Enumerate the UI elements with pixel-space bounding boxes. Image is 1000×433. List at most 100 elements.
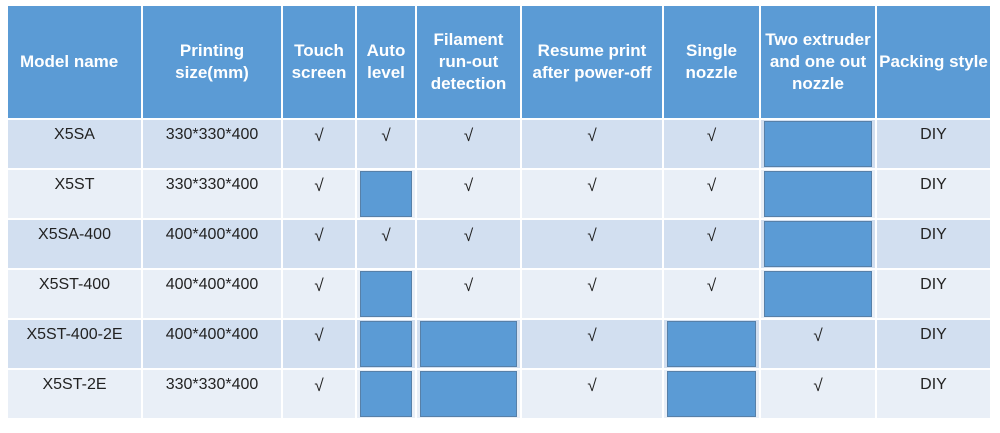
check-mark-icon: √ — [463, 276, 474, 295]
cell-touch-screen-check: √ — [283, 370, 355, 418]
cell-single-nozzle-not-available — [664, 370, 759, 418]
check-mark-icon: √ — [463, 176, 474, 195]
check-mark-icon: √ — [706, 226, 717, 245]
cell-touch-screen-check: √ — [283, 270, 355, 318]
cell-two-extruder-check: √ — [761, 370, 875, 418]
cell-model-name: X5SA — [8, 120, 141, 168]
cell-single-nozzle-check: √ — [664, 270, 759, 318]
not-available-block — [667, 321, 756, 367]
check-mark-icon: √ — [314, 176, 324, 195]
cell-touch-screen-check: √ — [283, 170, 355, 218]
cell-two-extruder-not-available — [761, 270, 875, 318]
cell-auto-level-not-available — [357, 320, 415, 368]
check-mark-icon: √ — [314, 126, 324, 145]
not-available-block — [420, 321, 517, 367]
check-mark-icon: √ — [463, 226, 474, 245]
not-available-block — [360, 271, 412, 317]
cell-auto-level-check: √ — [357, 220, 415, 268]
cell-resume-print-check: √ — [522, 320, 662, 368]
header-printing-size: Printing size(mm) — [143, 6, 281, 118]
check-mark-icon: √ — [706, 276, 717, 295]
cell-single-nozzle-check: √ — [664, 170, 759, 218]
check-mark-icon: √ — [587, 276, 597, 295]
check-mark-icon: √ — [587, 226, 597, 245]
check-mark-icon: √ — [587, 126, 597, 145]
cell-resume-print-check: √ — [522, 120, 662, 168]
cell-packing-style: DIY — [877, 270, 990, 318]
not-available-block — [360, 371, 412, 417]
cell-packing-style: DIY — [877, 170, 990, 218]
check-mark-icon: √ — [813, 326, 823, 345]
cell-single-nozzle-check: √ — [664, 220, 759, 268]
cell-single-nozzle-check: √ — [664, 120, 759, 168]
cell-printing-size: 400*400*400 — [143, 220, 281, 268]
cell-filament-detection-not-available — [417, 370, 520, 418]
not-available-block — [420, 371, 517, 417]
cell-touch-screen-check: √ — [283, 220, 355, 268]
cell-packing-style: DIY — [877, 220, 990, 268]
header-packing-style: Packing style — [877, 6, 990, 118]
cell-touch-screen-check: √ — [283, 120, 355, 168]
cell-resume-print-check: √ — [522, 220, 662, 268]
header-model-name: Model name — [8, 6, 141, 118]
not-available-block — [764, 271, 872, 317]
cell-model-name: X5SA-400 — [8, 220, 141, 268]
cell-resume-print-check: √ — [522, 270, 662, 318]
cell-single-nozzle-not-available — [664, 320, 759, 368]
cell-auto-level-check: √ — [357, 120, 415, 168]
cell-touch-screen-check: √ — [283, 320, 355, 368]
cell-packing-style: DIY — [877, 120, 990, 168]
cell-packing-style: DIY — [877, 320, 990, 368]
cell-two-extruder-not-available — [761, 170, 875, 218]
check-mark-icon: √ — [381, 126, 391, 145]
cell-two-extruder-check: √ — [761, 320, 875, 368]
check-mark-icon: √ — [314, 376, 324, 395]
not-available-block — [764, 171, 872, 217]
header-single-nozzle: Single nozzle — [664, 6, 759, 118]
check-mark-icon: √ — [706, 176, 717, 195]
header-filament-detection: Filament run-out detection — [417, 6, 520, 118]
cell-filament-detection-not-available — [417, 320, 520, 368]
spec-comparison-table: Model name Printing size(mm) Touch scree… — [6, 4, 992, 420]
check-mark-icon: √ — [463, 126, 474, 145]
header-two-extruder: Two extruder and one out nozzle — [761, 6, 875, 118]
cell-printing-size: 400*400*400 — [143, 270, 281, 318]
cell-auto-level-not-available — [357, 370, 415, 418]
not-available-block — [764, 121, 872, 167]
header-touch-screen: Touch screen — [283, 6, 355, 118]
cell-auto-level-not-available — [357, 270, 415, 318]
check-mark-icon: √ — [813, 376, 823, 395]
not-available-block — [360, 171, 412, 217]
cell-model-name: X5ST-400 — [8, 270, 141, 318]
cell-printing-size: 400*400*400 — [143, 320, 281, 368]
check-mark-icon: √ — [314, 326, 324, 345]
not-available-block — [360, 321, 412, 367]
check-mark-icon: √ — [314, 226, 324, 245]
cell-model-name: X5ST-400-2E — [8, 320, 141, 368]
not-available-block — [764, 221, 872, 267]
check-mark-icon: √ — [587, 176, 597, 195]
check-mark-icon: √ — [706, 126, 717, 145]
spec-table-container: Model name Printing size(mm) Touch scree… — [6, 4, 992, 420]
cell-printing-size: 330*330*400 — [143, 170, 281, 218]
check-mark-icon: √ — [587, 326, 597, 345]
cell-printing-size: 330*330*400 — [143, 370, 281, 418]
cell-model-name: X5ST — [8, 170, 141, 218]
cell-filament-detection-check: √ — [417, 120, 520, 168]
cell-printing-size: 330*330*400 — [143, 120, 281, 168]
check-mark-icon: √ — [381, 226, 391, 245]
cell-packing-style: DIY — [877, 370, 990, 418]
header-auto-level: Auto level — [357, 6, 415, 118]
cell-two-extruder-not-available — [761, 220, 875, 268]
cell-filament-detection-check: √ — [417, 170, 520, 218]
cell-filament-detection-check: √ — [417, 270, 520, 318]
header-resume-print: Resume print after power-off — [522, 6, 662, 118]
not-available-block — [667, 371, 756, 417]
check-mark-icon: √ — [314, 276, 324, 295]
